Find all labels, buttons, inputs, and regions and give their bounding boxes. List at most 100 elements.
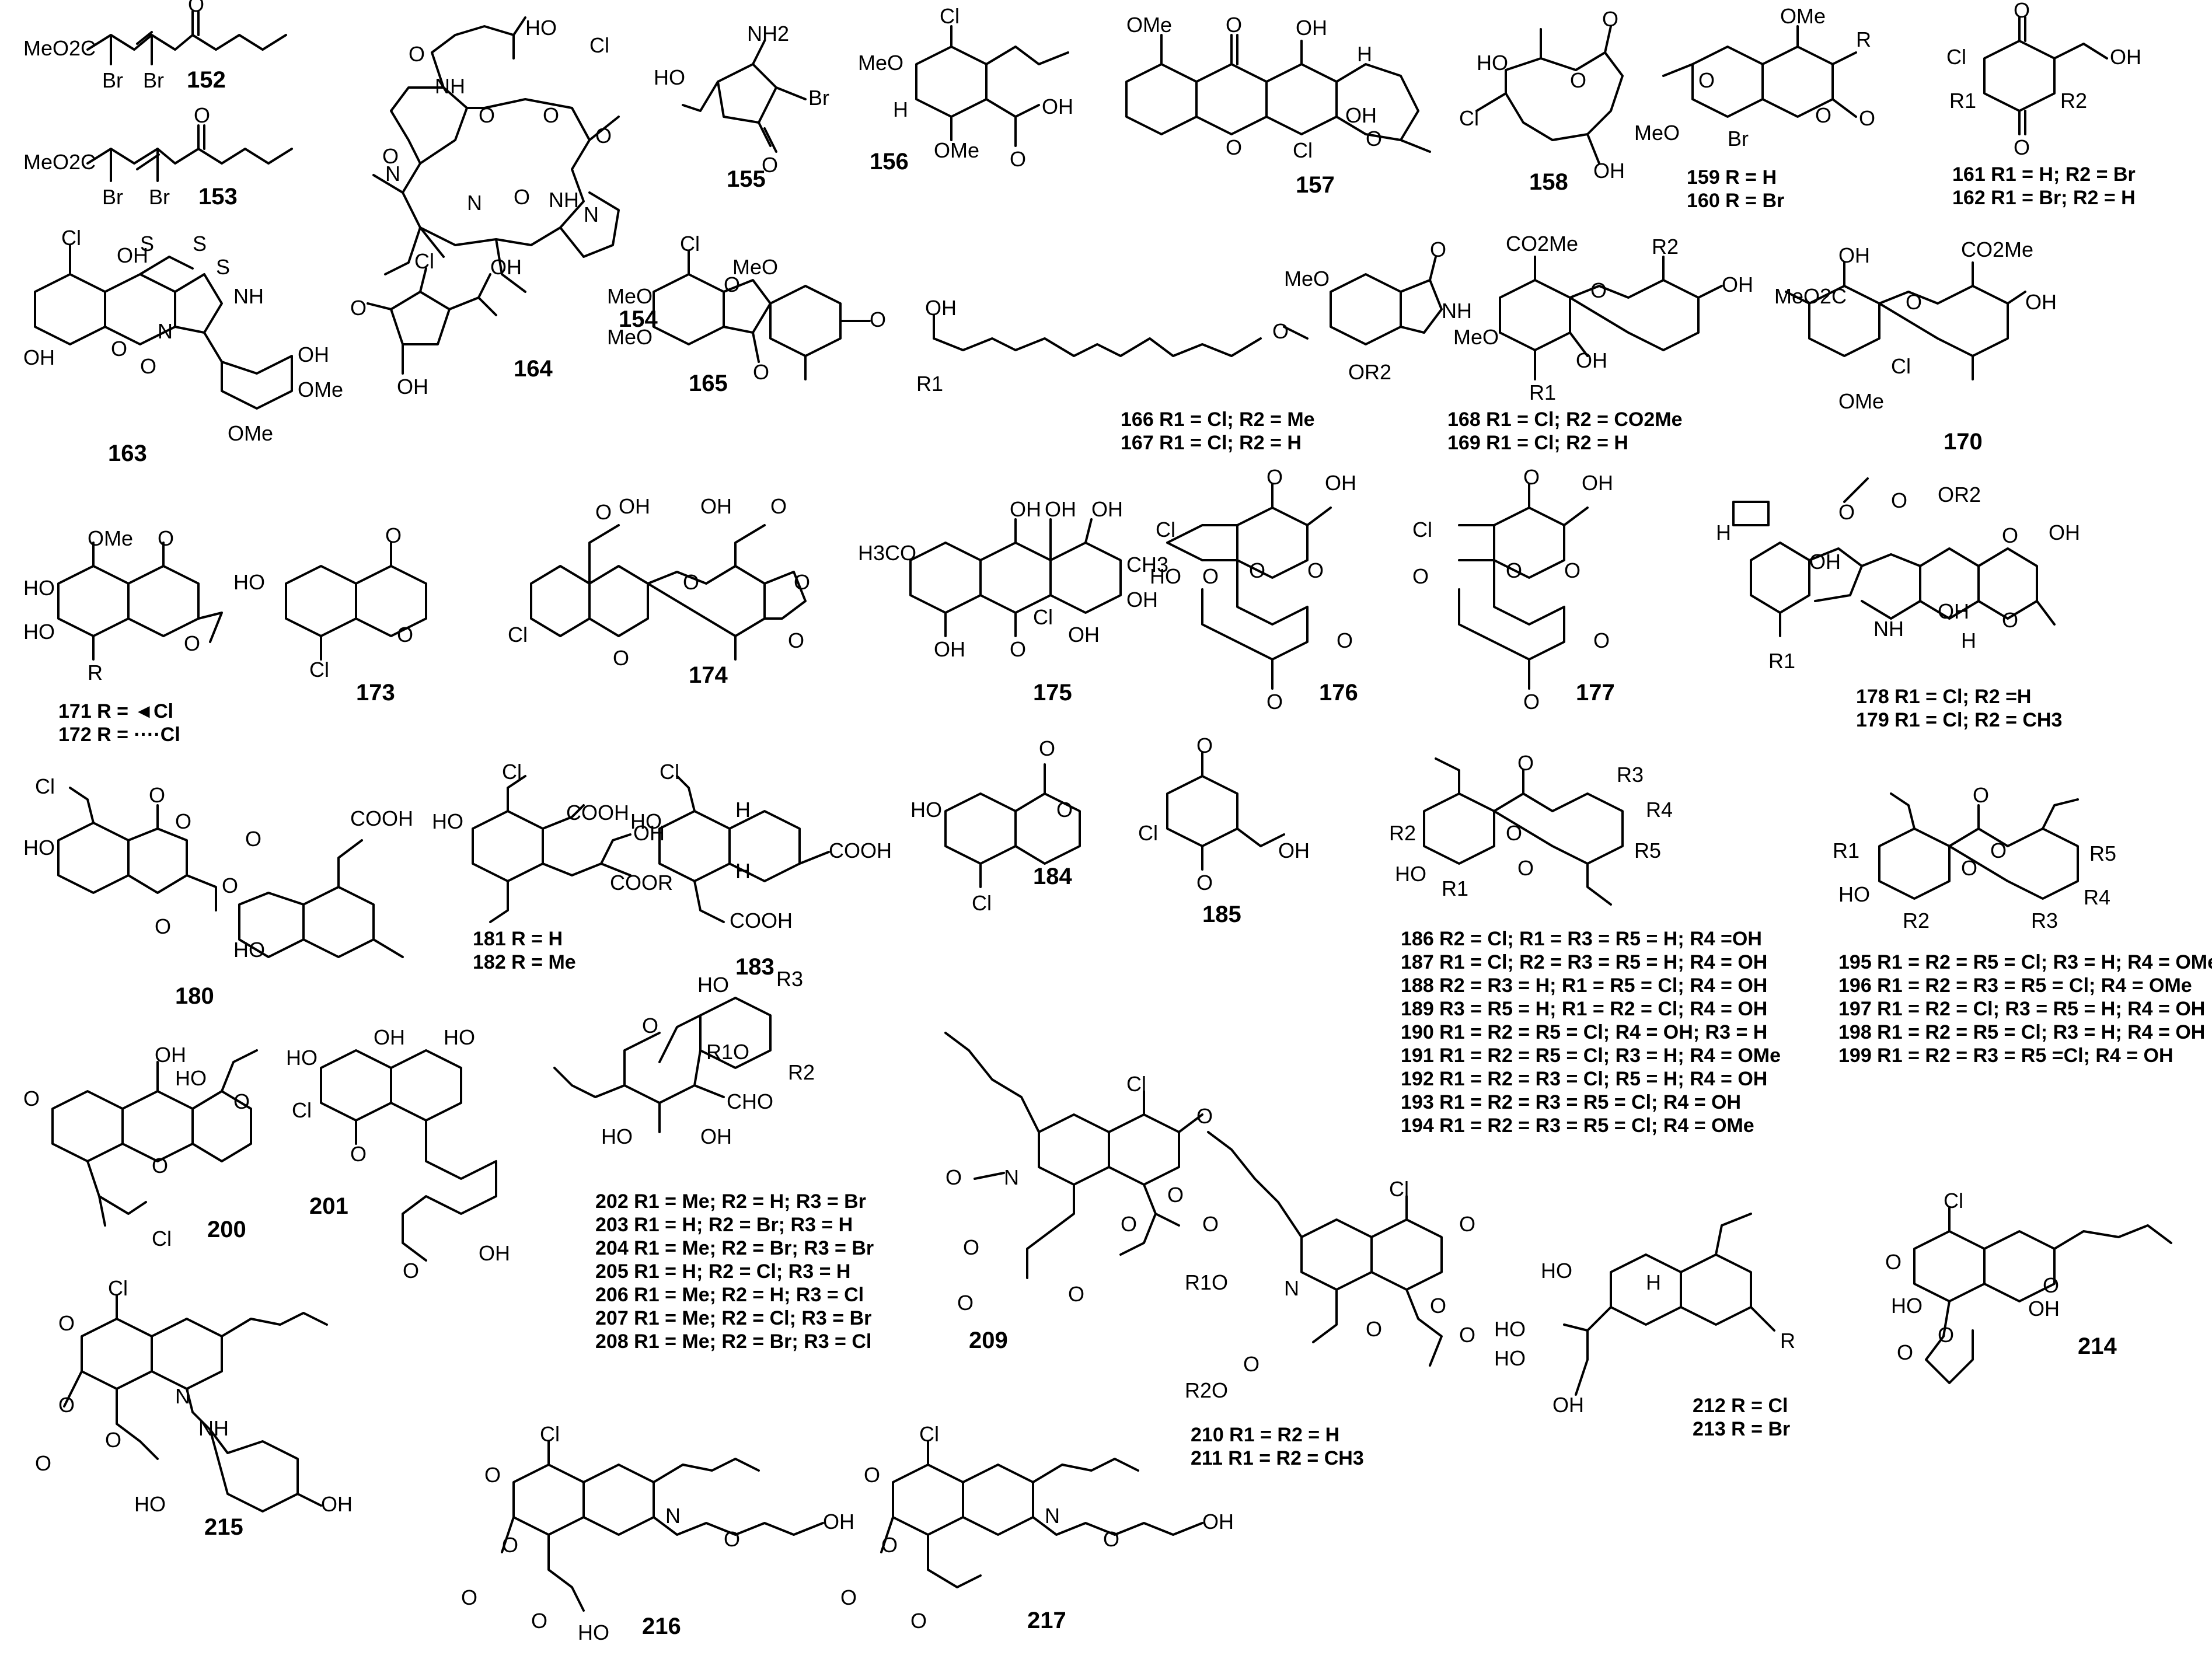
atom-label: OH	[397, 375, 428, 399]
compound-181: Cl HO COOH OH COOR 181 R = H 182 R = Me	[432, 760, 673, 973]
compound-214: Cl O HO O OH O O 214	[1885, 1189, 2172, 1384]
compound-caption: 210 R1 = R2 = H	[1191, 1424, 1339, 1446]
atom-label: Cl	[108, 1276, 128, 1300]
compound-caption: 197 R1 = R2 = Cl; R3 = R5 = H; R4 = OH	[1838, 998, 2205, 1020]
atom-label: Br	[102, 68, 123, 92]
compound-number: 185	[1202, 902, 1241, 927]
compound-caption: 211 R1 = R2 = CH3	[1191, 1447, 1364, 1469]
atom-label: OH	[619, 494, 650, 518]
atom-label: O	[23, 1087, 40, 1110]
atom-label: NH2	[747, 22, 789, 46]
compound-176: O OH Cl HO O O O O O 176	[1150, 465, 1358, 714]
atom-label: R1	[916, 372, 943, 396]
atom-label: O	[111, 337, 127, 361]
atom-label: S	[193, 232, 207, 256]
atom-label: N	[175, 1384, 190, 1408]
atom-label: OH	[1042, 95, 1073, 118]
compound-caption: 204 R1 = Me; R2 = Br; R3 = Br	[595, 1237, 874, 1259]
atom-label: MeO2C	[23, 150, 96, 174]
compound-caption: 171 R = ◄Cl	[58, 700, 173, 722]
atom-label: COOH	[566, 801, 629, 825]
compound-number: 175	[1033, 680, 1072, 705]
atom-label: O	[543, 103, 559, 127]
compound-caption: 178 R1 = Cl; R2 =H	[1856, 686, 2031, 708]
compound-caption: 195 R1 = R2 = R5 = Cl; R3 = H; R4 = OMe	[1838, 951, 2212, 973]
compound-caption: 172 R = ····Cl	[58, 724, 180, 746]
atom-label: O	[1039, 736, 1055, 760]
atom-label: O	[58, 1393, 75, 1417]
atom-label: O	[762, 153, 778, 177]
atom-label: O	[1226, 13, 1242, 37]
compound-caption: 193 R1 = R2 = R3 = R5 = Cl; R4 = OH	[1401, 1091, 1741, 1113]
atom-label: HO	[1838, 882, 1870, 906]
atom-label: CO2Me	[1961, 237, 2033, 261]
atom-label: OH	[1296, 16, 1327, 40]
compound-173: O HO O Cl 173	[233, 523, 427, 705]
atom-label: R1	[1833, 839, 1859, 862]
compound-156: Cl MeO H OMe OH O 156	[858, 4, 1073, 174]
atom-label: O	[155, 914, 171, 938]
compound-171: OMe O HO HO O R 171 R = ◄Cl 172 R = ····…	[23, 526, 223, 746]
atom-label: OH	[1552, 1393, 1584, 1417]
atom-label: O	[403, 1259, 419, 1283]
atom-label: MeO	[1284, 267, 1330, 291]
atom-label: O	[1938, 1323, 1954, 1347]
atom-label: O	[1459, 1323, 1475, 1347]
atom-label: OH	[2110, 45, 2141, 69]
compound-number: 154	[619, 306, 658, 332]
compound-152: MeO2C Br Br O 152	[23, 0, 287, 93]
compound-154: HO Cl O O O NH N N N NH O O O 154	[372, 16, 658, 332]
atom-label: O	[222, 874, 238, 897]
compound-number: 217	[1027, 1608, 1066, 1633]
atom-label: O	[1459, 1212, 1475, 1236]
atom-label: O	[770, 494, 787, 518]
atom-label: OR2	[1938, 483, 1981, 507]
atom-label: O	[1815, 103, 1831, 127]
atom-label: O	[945, 1165, 962, 1189]
atom-label: Cl	[1138, 821, 1158, 845]
compound-168: CO2Me R2 OH O MeO OH R1 168 R1 = Cl; R2 …	[1447, 232, 1753, 454]
compound-217: Cl O N O OH O O O 217	[840, 1422, 1234, 1633]
atom-label: OH	[23, 345, 55, 369]
compound-155: NH2 HO Br O 155	[654, 22, 829, 192]
atom-label: O	[175, 809, 191, 833]
atom-label: O	[531, 1609, 547, 1633]
atom-label: O	[58, 1311, 75, 1335]
atom-label: NH	[435, 74, 465, 98]
atom-label: O	[1990, 839, 2007, 862]
atom-label: HO	[910, 798, 942, 822]
compound-caption: 212 R = Cl	[1693, 1395, 1788, 1417]
atom-label: OH	[925, 296, 957, 320]
atom-label: OMe	[298, 378, 343, 401]
atom-label: O	[1202, 1212, 1219, 1236]
compound-number: 176	[1319, 680, 1358, 705]
atom-label: Cl	[508, 623, 528, 647]
atom-label: HO	[23, 620, 55, 644]
atom-label: H	[893, 97, 908, 121]
atom-label: R2	[1389, 821, 1416, 845]
atom-label: R1	[1949, 89, 1976, 113]
atom-label: OH	[490, 255, 522, 279]
atom-label: O	[1590, 278, 1607, 302]
atom-label: HO	[1150, 564, 1181, 588]
compound-number: 201	[309, 1193, 348, 1219]
compound-caption: 202 R1 = Me; R2 = H; R3 = Br	[595, 1190, 866, 1213]
atom-label: MeO	[607, 284, 653, 308]
atom-label: O	[1523, 690, 1540, 714]
compound-number: 156	[870, 149, 909, 174]
atom-label: HO	[697, 973, 729, 997]
atom-label: O	[963, 1235, 979, 1259]
compound-164: Cl O OH OH 164	[350, 249, 553, 399]
atom-label: Cl	[589, 33, 609, 57]
atom-label: OH	[1045, 497, 1076, 521]
atom-label: HO	[1395, 862, 1426, 886]
atom-label: H3CO	[858, 541, 916, 565]
atom-label: R1	[1442, 876, 1468, 900]
atom-label: Cl	[1891, 354, 1911, 378]
atom-label: N	[1045, 1504, 1060, 1528]
compound-number: 163	[108, 441, 147, 466]
atom-label: N	[1284, 1276, 1299, 1300]
atom-label: Cl	[502, 760, 522, 784]
atom-label: OH	[1582, 471, 1613, 495]
